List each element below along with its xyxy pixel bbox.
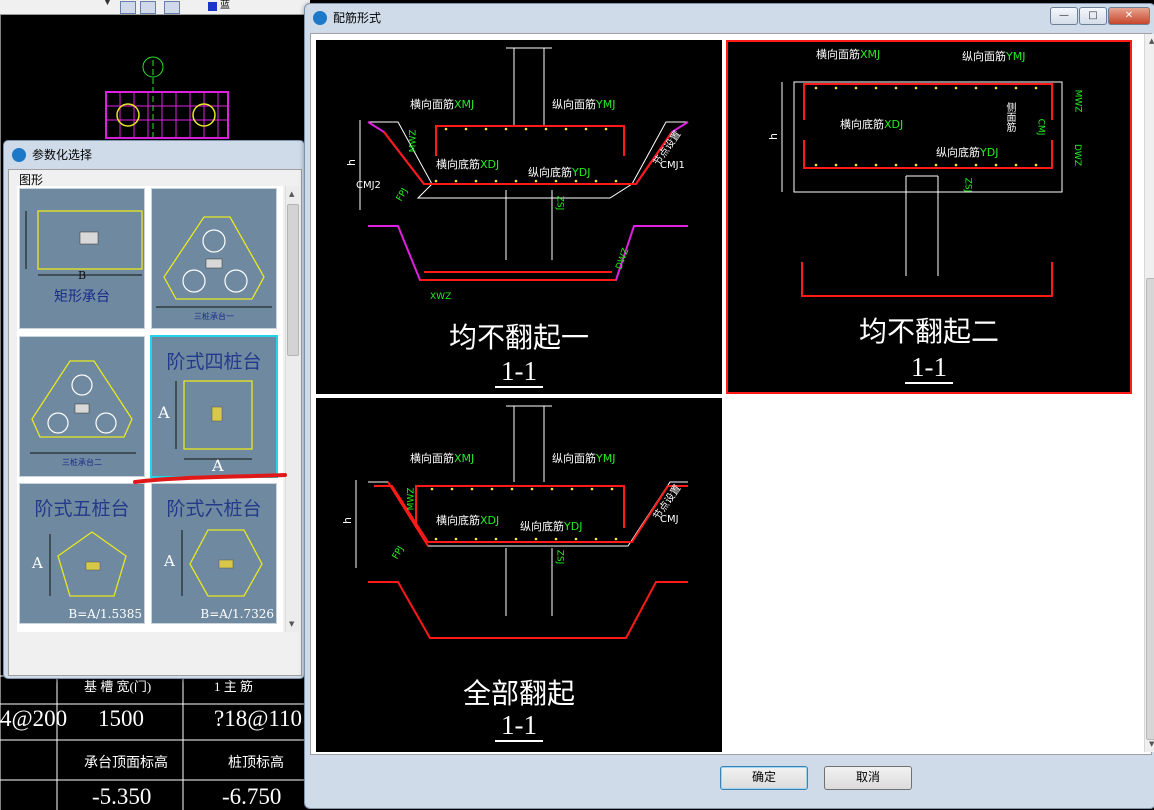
- label-top-transverse: 横向面筋XMJ: [410, 452, 475, 465]
- layer-props-icon[interactable]: [164, 1, 180, 14]
- thumb-stepped-six-pile[interactable]: 阶式六桩台 A B=A/1.7326: [151, 483, 277, 624]
- thumb-stepped-five-pile[interactable]: 阶式五桩台 A B=A/1.5385: [19, 483, 145, 624]
- scroll-down-icon[interactable]: ▼: [289, 620, 295, 628]
- table-cell: 桩顶标高: [228, 756, 284, 771]
- close-button[interactable]: ✕: [1108, 7, 1150, 25]
- thumb-rectangular-cap[interactable]: B 矩形承台: [19, 188, 145, 329]
- thumbnail-grid: B 矩形承台 三桩承台一: [17, 186, 283, 632]
- label-top-longitudinal: 纵向面筋YMJ: [552, 452, 616, 465]
- layer-tool-icon[interactable]: [120, 1, 136, 14]
- ratio-label: B=A/1.5385: [68, 607, 142, 621]
- color-swatch[interactable]: [208, 2, 217, 11]
- section-label: 1-1: [316, 356, 722, 388]
- scroll-thumb[interactable]: [287, 204, 299, 356]
- table-cell: -6.750: [222, 784, 282, 809]
- label-dwz: DWZ: [1072, 144, 1082, 166]
- label-zsj: ZSJ: [554, 549, 565, 565]
- table-cell: ?18@110: [214, 706, 303, 731]
- thumb-stepped-four-pile[interactable]: 阶式四桩台 A A: [150, 335, 278, 478]
- rebar-options-area: 横向面筋XMJ 纵向面筋YMJ 横向底筋XDJ 纵向底筋YDJ 节点设置 CMJ…: [310, 33, 1154, 755]
- option-name: 均不翻起二: [858, 315, 999, 348]
- layers-stack-icon[interactable]: [140, 1, 156, 14]
- cad-table: 基 槽 宽(门) 1 主 筋 4@200 1500 ?18@110 承台顶面标高…: [0, 674, 310, 810]
- thumb-three-pile-cap-2[interactable]: 三桩承台二: [19, 336, 145, 477]
- label-top-longitudinal: 纵向面筋YMJ: [962, 50, 1026, 63]
- label-xwz: XWZ: [430, 292, 452, 302]
- dimension-label: A: [158, 403, 170, 422]
- label-top-transverse: 横向面筋XMJ: [816, 48, 881, 61]
- table-cell: -5.350: [92, 784, 152, 809]
- thumb-label: 三桩承台二: [62, 458, 102, 467]
- thumb-label: 阶式五桩台: [34, 498, 130, 520]
- dimension-label: A: [32, 554, 43, 572]
- app-icon: [12, 148, 26, 162]
- group-label: 图形: [19, 173, 44, 187]
- app-icon: [313, 11, 327, 25]
- scroll-up-icon[interactable]: ▲: [1149, 37, 1154, 45]
- thumb-three-pile-cap-1[interactable]: 三桩承台一: [151, 188, 277, 329]
- table-cell: 承台顶面标高: [84, 756, 168, 771]
- table-header-cell: 1 主 筋: [214, 679, 254, 694]
- cancel-button[interactable]: 取消: [824, 766, 912, 790]
- label-mwz: MWZ: [406, 487, 417, 511]
- label-bottom-longitudinal: 纵向底筋YDJ: [528, 166, 591, 179]
- label-h: h: [340, 517, 354, 524]
- table-header-cell: 基 槽 宽(门): [84, 679, 152, 694]
- label-mwz: MWZ: [408, 129, 419, 153]
- color-label: 蓝: [220, 0, 230, 11]
- thumb-label: 三桩承台一: [194, 312, 234, 321]
- thumb-label: 矩形承台: [54, 289, 110, 305]
- thumb-label: 阶式四桩台: [166, 351, 262, 373]
- scroll-up-icon[interactable]: ▲: [289, 190, 295, 198]
- thumbnail-scrollbar[interactable]: ▲ ▼: [285, 186, 299, 632]
- label-cmj: CMJ: [660, 514, 679, 525]
- dimension-label: B: [77, 269, 87, 282]
- options-scrollbar[interactable]: ▲ ▼: [1144, 34, 1154, 752]
- label-cmj2: CMJ2: [356, 180, 381, 191]
- label-mwz: MWZ: [1072, 89, 1083, 113]
- label-cmj1: CMJ1: [660, 160, 685, 171]
- scroll-down-icon[interactable]: ▼: [1149, 740, 1154, 748]
- window-title: 配筋形式: [313, 8, 381, 28]
- table-cell: 4@200: [0, 706, 68, 731]
- table-cell: 1500: [98, 706, 144, 731]
- dropdown-arrow-icon[interactable]: ▼: [104, 0, 111, 7]
- label-zsj: ZSJ: [554, 195, 565, 211]
- label-bottom-longitudinal: 纵向底筋YDJ: [520, 520, 583, 533]
- label-side-face: 侧面筋: [1004, 102, 1015, 132]
- option-name: 均不翻起一: [448, 321, 589, 354]
- dimension-label: A: [212, 456, 224, 475]
- parametric-select-window: 参数化选择 图形 B 矩形承台: [3, 140, 305, 679]
- label-cmj: CMJ: [1035, 118, 1046, 136]
- option-no-bend-1[interactable]: 横向面筋XMJ 纵向面筋YMJ 横向底筋XDJ 纵向底筋YDJ 节点设置 CMJ…: [316, 40, 722, 394]
- label-h: h: [766, 133, 780, 140]
- ratio-label: B=A/1.7326: [200, 607, 274, 621]
- annotation-red-stroke: [133, 473, 287, 484]
- option-all-bend[interactable]: 横向面筋XMJ 纵向面筋YMJ 横向底筋XDJ 纵向底筋YDJ 节点设置 CMJ…: [316, 398, 722, 752]
- label-top-transverse: 横向面筋XMJ: [410, 98, 475, 111]
- option-no-bend-2[interactable]: 横向面筋XMJ 纵向面筋YMJ 横向底筋XDJ 纵向底筋YDJ 侧面筋 CMJ …: [726, 40, 1132, 394]
- label-zsj: ZSJ: [962, 177, 973, 193]
- label-top-longitudinal: 纵向面筋YMJ: [552, 98, 616, 111]
- option-name: 全部翻起: [462, 677, 575, 710]
- window-title: 参数化选择: [12, 145, 92, 165]
- rebar-form-dialog: 配筋形式 — □ ✕: [304, 3, 1154, 809]
- label-bottom-transverse: 横向底筋XDJ: [436, 158, 500, 171]
- section-label: 1-1: [316, 710, 722, 742]
- section-label: 1-1: [726, 352, 1132, 384]
- label-bottom-longitudinal: 纵向底筋YDJ: [936, 146, 999, 159]
- label-bottom-transverse: 横向底筋XDJ: [840, 118, 904, 131]
- param-client-area: 图形 B 矩形承台: [8, 169, 302, 676]
- label-h: h: [344, 159, 358, 166]
- ok-button[interactable]: 确定: [720, 766, 808, 790]
- label-bottom-transverse: 横向底筋XDJ: [436, 514, 500, 527]
- cad-toolbar: ▼ 蓝: [0, 0, 310, 15]
- scroll-thumb[interactable]: [1146, 278, 1154, 740]
- minimize-button[interactable]: —: [1050, 7, 1078, 25]
- thumb-label: 阶式六桩台: [166, 498, 262, 520]
- dimension-label: A: [164, 552, 175, 570]
- maximize-button[interactable]: □: [1079, 7, 1107, 25]
